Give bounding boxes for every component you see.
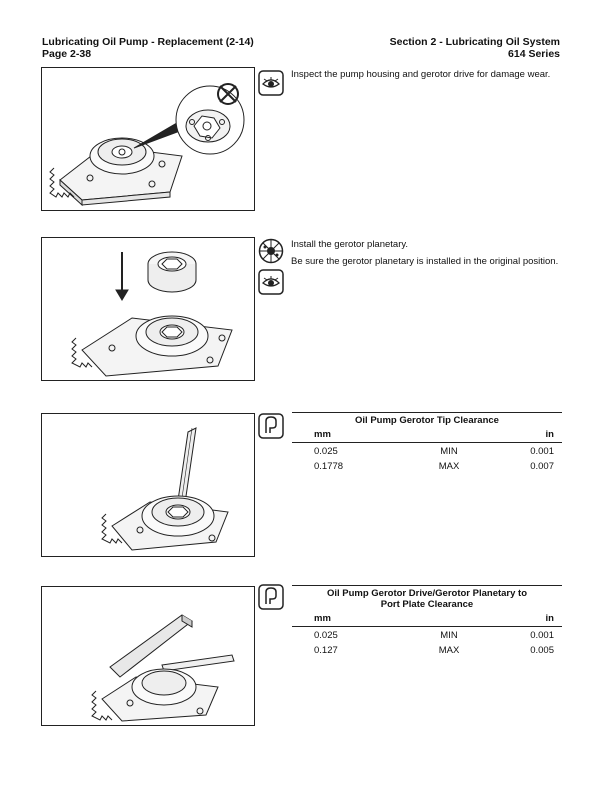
engine-series: 614 Series [508,48,560,60]
col-mm: mm [314,613,331,624]
figure-port-plate-clearance [41,586,255,726]
table-title-line2: Port Plate Clearance [380,599,474,610]
measure-gauge-icon [258,584,284,610]
limit-label: MIN [440,630,458,641]
limit-label: MAX [438,645,460,656]
table-header: mm in [292,610,562,627]
mm-value: 0.127 [314,645,338,656]
col-mm: mm [314,429,331,440]
install-parts-icon [258,238,284,264]
step-text-install: Install the gerotor planetary. [291,239,409,250]
col-in: in [545,429,554,440]
table-row: 0.025 MIN 0.001 [292,627,562,642]
figure-pump-housing-inspection [41,67,255,211]
port-plate-clearance-table: Oil Pump Gerotor Drive/Gerotor Planetary… [292,585,562,657]
step-text: Inspect the pump housing and gerotor dri… [291,69,551,80]
page-number: Page 2-38 [42,48,92,60]
table-row: 0.127 MAX 0.005 [292,642,562,657]
inspect-eye-icon [258,269,284,295]
tip-clearance-illustration [101,427,229,551]
table-row: 0.1778 MAX 0.007 [292,458,562,473]
section-title: Lubricating Oil Pump - Replacement (2-14… [42,36,254,48]
figure-tip-clearance [41,413,255,557]
mm-value: 0.025 [314,446,338,457]
table-header: mm in [292,426,562,443]
mm-value: 0.1778 [314,461,344,472]
step-text-position: Be sure the gerotor planetary is install… [291,255,559,267]
inspect-eye-icon [258,70,284,96]
col-in: in [545,613,554,624]
table-row: 0.025 MIN 0.001 [292,443,562,458]
in-value: 0.007 [530,461,554,472]
measure-gauge-icon [258,413,284,439]
table-title: Oil Pump Gerotor Drive/Gerotor Planetary… [292,585,562,610]
tip-clearance-table: Oil Pump Gerotor Tip Clearance mm in 0.0… [292,412,562,473]
limit-label: MIN [440,446,458,457]
table-title-line1: Oil Pump Gerotor Drive/Gerotor Planetary… [326,588,528,599]
step-inspect-housing: Inspect the pump housing and gerotor dri… [291,69,563,82]
table-title: Oil Pump Gerotor Tip Clearance [292,412,562,426]
page-header-right: Section 2 - Lubricating Oil System 614 S… [390,36,560,60]
figure-install-gerotor [41,237,255,381]
page-header-left: Lubricating Oil Pump - Replacement (2-14… [42,36,254,60]
step-install-gerotor: Install the gerotor planetary. Be sure t… [291,239,563,268]
port-plate-clearance-illustration [91,614,235,722]
in-value: 0.001 [530,630,554,641]
in-value: 0.001 [530,446,554,457]
mm-value: 0.025 [314,630,338,641]
section-name: Section 2 - Lubricating Oil System [389,36,560,48]
gerotor-install-illustration [71,251,233,377]
in-value: 0.005 [530,645,554,656]
pump-housing-illustration [49,83,245,207]
limit-label: MAX [438,461,460,472]
